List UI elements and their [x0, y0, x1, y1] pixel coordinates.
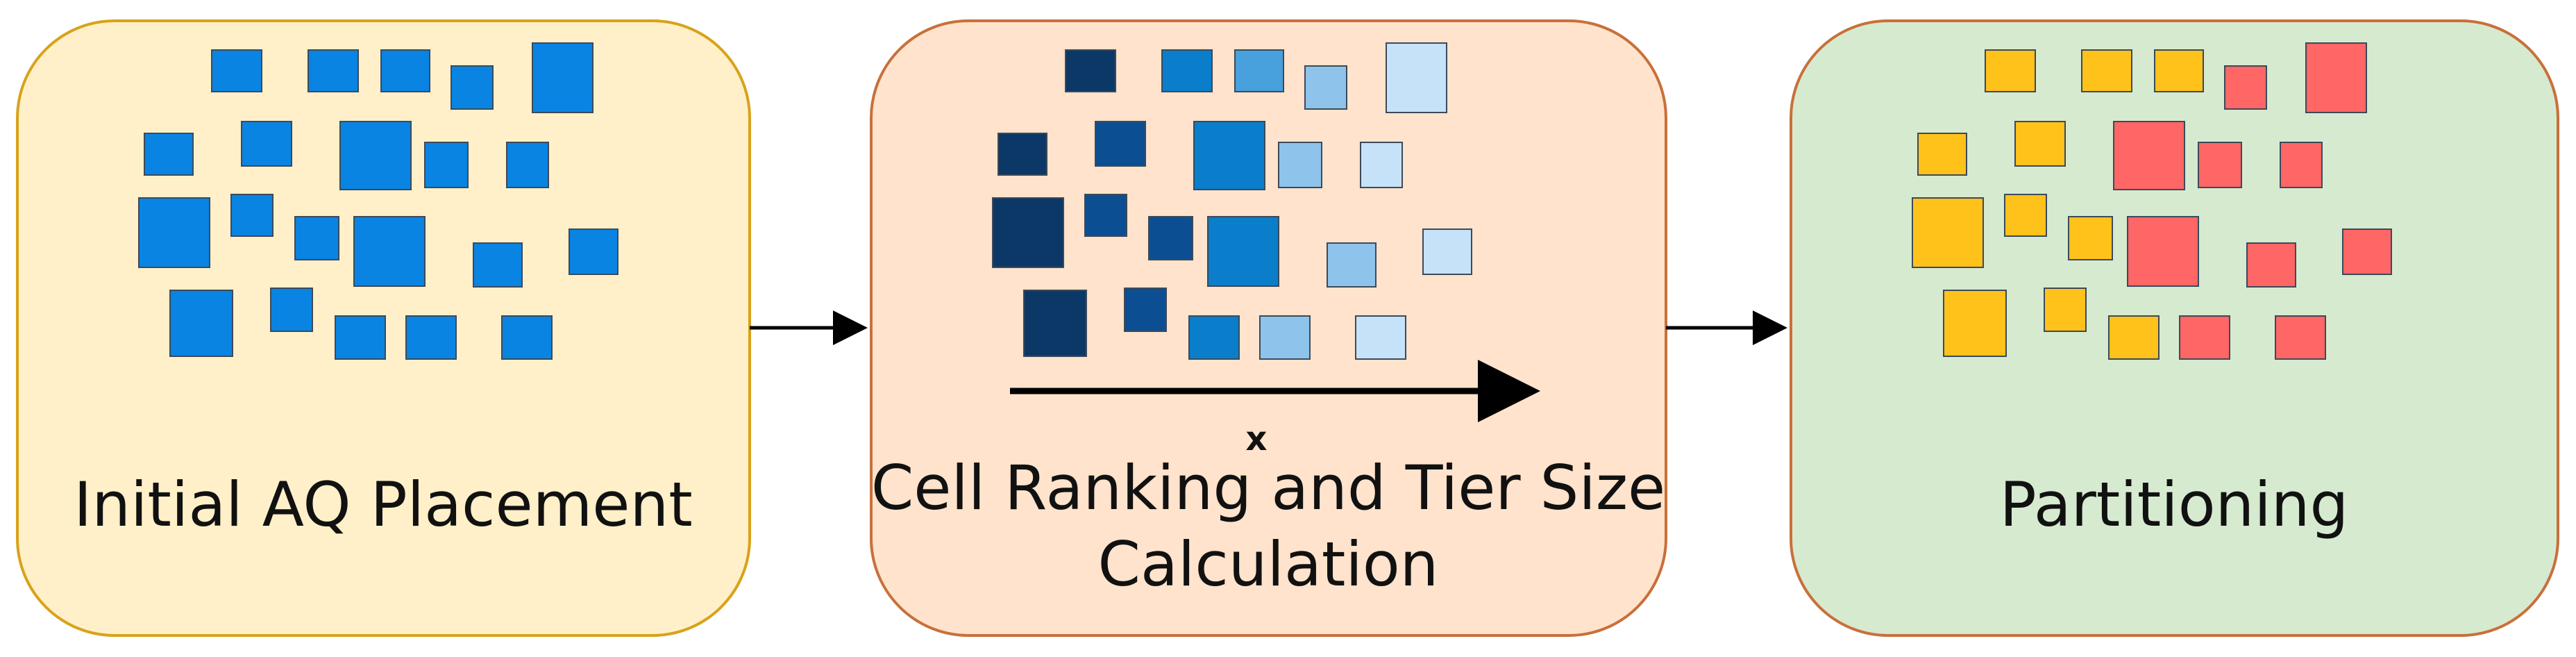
partitioned-cell-14 — [2127, 216, 2199, 287]
initial-cell-11 — [138, 197, 210, 268]
initial-cell-14 — [353, 216, 426, 287]
ranked-cell-3 — [1234, 49, 1284, 92]
partitioned-cell-7 — [2014, 121, 2066, 167]
ranked-cells-group — [992, 42, 1472, 360]
initial-cells-group — [138, 42, 618, 360]
initial-cell-19 — [335, 315, 386, 360]
ranked-cell-10 — [1360, 142, 1403, 188]
partitioned-cell-5 — [2305, 42, 2367, 113]
ranked-cell-21 — [1355, 315, 1406, 360]
initial-cell-3 — [380, 49, 430, 92]
ranked-cell-6 — [997, 133, 1047, 176]
partitioned-cell-18 — [2044, 288, 2087, 332]
ranked-cell-1 — [1065, 49, 1116, 92]
partitioned-cells-group — [1912, 42, 2392, 360]
initial-cell-15 — [473, 242, 523, 288]
ranked-cell-9 — [1278, 142, 1322, 188]
initial-cell-4 — [451, 65, 494, 110]
partitioned-cell-8 — [2113, 121, 2185, 190]
ranked-cell-5 — [1386, 42, 1447, 113]
partitioned-cell-16 — [2342, 228, 2392, 275]
ranked-cell-19 — [1188, 315, 1240, 360]
ranked-cell-17 — [1023, 290, 1087, 357]
ranked-cell-4 — [1304, 65, 1347, 110]
initial-cell-17 — [169, 290, 233, 357]
cell-ranking-label-line2: Calculation — [1098, 529, 1439, 600]
ranked-cell-15 — [1327, 242, 1377, 288]
axis-label-x: x — [1246, 419, 1268, 458]
partitioned-cell-17 — [1943, 290, 2007, 357]
partitioned-cell-6 — [1917, 133, 1967, 176]
initial-cell-9 — [424, 142, 469, 188]
initial-cell-16 — [569, 228, 618, 275]
partitioned-cell-13 — [2068, 216, 2113, 260]
partitioning-panel — [1790, 19, 2559, 637]
partitioned-cell-3 — [2154, 49, 2204, 92]
cell-ranking-label-line1: Cell Ranking and Tier Size — [871, 452, 1665, 524]
partitioned-cell-11 — [1912, 197, 1984, 268]
initial-cell-21 — [501, 315, 553, 360]
partitioned-cell-20 — [2179, 315, 2230, 360]
ranked-cell-16 — [1422, 228, 1472, 275]
partitioned-cell-9 — [2198, 142, 2242, 188]
initial-cell-20 — [405, 315, 457, 360]
ranked-cell-18 — [1124, 288, 1167, 332]
partitioned-cell-4 — [2224, 65, 2267, 110]
partitioned-cell-1 — [1985, 49, 2036, 92]
ranked-cell-20 — [1259, 315, 1311, 360]
ranked-cell-7 — [1095, 121, 1146, 167]
initial-cell-18 — [270, 288, 313, 332]
initial-cell-12 — [230, 194, 273, 237]
initial-cell-1 — [211, 49, 262, 92]
initial-cell-10 — [506, 142, 549, 188]
initial-placement-label: Initial AQ Placement — [74, 469, 692, 540]
initial-cell-7 — [241, 121, 292, 167]
ranked-cell-13 — [1148, 216, 1193, 260]
ranked-cell-2 — [1161, 49, 1213, 92]
partitioned-cell-10 — [2280, 142, 2323, 188]
initial-cell-8 — [339, 121, 412, 190]
initial-cell-2 — [308, 49, 359, 92]
partitioned-cell-21 — [2275, 315, 2326, 360]
initial-cell-5 — [532, 42, 594, 113]
partitioned-cell-19 — [2108, 315, 2160, 360]
ranked-cell-12 — [1084, 194, 1127, 237]
ranked-cell-11 — [992, 197, 1064, 268]
partitioned-cell-2 — [2081, 49, 2132, 92]
ranked-cell-8 — [1193, 121, 1265, 190]
initial-cell-13 — [294, 216, 339, 260]
partitioned-cell-15 — [2246, 242, 2296, 288]
ranked-cell-14 — [1207, 216, 1279, 287]
partitioned-cell-12 — [2004, 194, 2047, 237]
partitioning-label: Partitioning — [2000, 469, 2349, 540]
initial-cell-6 — [144, 133, 194, 176]
